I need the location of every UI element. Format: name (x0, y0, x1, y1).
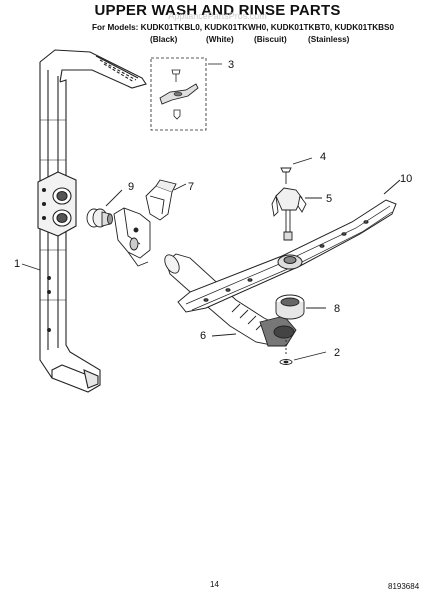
part-5-arm-mount (271, 187, 322, 241)
callout-3: 3 (228, 59, 234, 71)
callout-10: 10 (400, 173, 412, 185)
callout-8: 8 (334, 303, 340, 315)
part-10-spray-arm (177, 179, 401, 313)
callout-5: 5 (326, 193, 332, 205)
watermark-text: AppliancePartsPros.com (168, 11, 267, 21)
callout-6: 6 (200, 330, 206, 342)
page-title: UPPER WASH AND RINSE PARTS (94, 2, 341, 19)
part-8-bearing-ring (275, 294, 326, 320)
callout-7: 7 (188, 181, 194, 193)
document-code: 8193684 (388, 582, 420, 591)
callout-9: 9 (128, 181, 134, 193)
part-7-bracket (145, 179, 187, 221)
callout-2: 2 (334, 347, 340, 359)
color-white: (White) (206, 35, 234, 44)
color-stainless: (Stainless) (308, 35, 350, 44)
callout-1: 1 (14, 258, 20, 270)
conduit-housing (113, 207, 151, 267)
part-4-screw (280, 157, 313, 184)
leader-part-1 (21, 263, 41, 271)
page-number: 14 (210, 580, 219, 589)
part-9-fitting (86, 189, 123, 228)
callout-4: 4 (320, 151, 326, 163)
part-2-washer (279, 340, 327, 365)
models-line: For Models: KUDK01TKBL0, KUDK01TKWH0, KU… (92, 23, 395, 32)
part-1-supply-tube (37, 49, 147, 393)
color-biscuit: (Biscuit) (254, 35, 287, 44)
part-3-clip-kit (150, 57, 222, 131)
color-black: (Black) (150, 35, 178, 44)
